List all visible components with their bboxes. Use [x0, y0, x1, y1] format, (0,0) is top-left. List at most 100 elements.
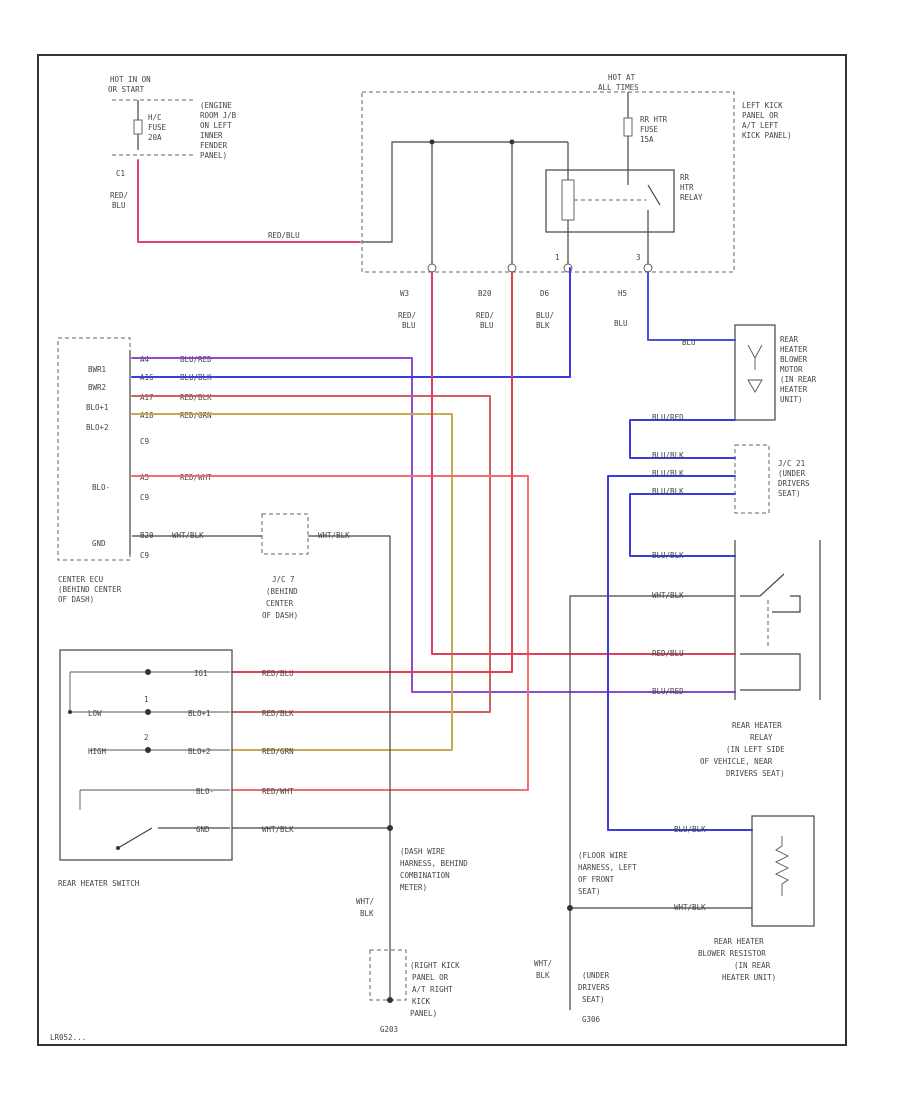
ground-label: DRIVERS: [578, 983, 610, 992]
location-label: FENDER: [200, 141, 228, 150]
dash-splice-label: HARNESS, BEHIND: [400, 859, 468, 868]
ecu-pin: BLO+2: [86, 423, 109, 432]
ground-outline: [369, 949, 407, 1001]
switch-label: REAR HEATER SWITCH: [58, 879, 140, 888]
relay-coil-icon: [561, 179, 575, 221]
wire-label: BLU/RED: [652, 687, 684, 696]
blower-resistor-box: [751, 815, 815, 927]
location-label: PANEL): [200, 151, 227, 160]
blu-blk-wire: [607, 475, 753, 831]
ground-label: PANEL): [410, 1009, 437, 1018]
rear-heater-switch-box: [59, 649, 233, 861]
motor-label: HEATER: [780, 385, 808, 394]
switch-contact: [116, 846, 120, 850]
relay-contact-icon: [740, 573, 801, 613]
jc21-outline: [734, 444, 770, 514]
ground-label: (UNDER: [582, 971, 610, 980]
red-blu-wire: [137, 159, 361, 243]
switch-pin: IG1: [194, 669, 208, 678]
fuse-icon: [623, 117, 633, 137]
wire-label: BLK: [360, 909, 374, 918]
wire-label: RED/BLU: [652, 649, 684, 658]
wire-label: RED/WHT: [180, 473, 212, 482]
resistor-label: (IN REAR: [734, 961, 771, 970]
motor-label: UNIT): [780, 395, 803, 404]
pin-label: H5: [618, 289, 627, 298]
jc21-label: SEAT): [778, 489, 801, 498]
switch-position: 2: [144, 733, 149, 742]
wht-blk-wire: [308, 535, 391, 1000]
ecu-pin: GND: [92, 539, 106, 548]
relay-label: HTR: [680, 183, 694, 192]
ecu-label: (BEHIND CENTER: [58, 585, 122, 594]
hot-label-line-2: OR START: [108, 85, 145, 94]
wire-label: WHT/BLK: [674, 903, 706, 912]
floor-splice-label: (FLOOR WIRE: [578, 851, 628, 860]
ecu-pin-id: A5: [140, 473, 149, 482]
relay-contact-icon: [647, 184, 661, 268]
location-label: (ENGINE: [200, 101, 232, 110]
jc7-label: J/C 7: [272, 575, 295, 584]
wire-label: BLU: [112, 201, 126, 210]
ecu-conn: C9: [140, 437, 149, 446]
resistor-icon: [774, 836, 790, 896]
wire-label: BLU/BLK: [652, 451, 684, 460]
wire-label: BLK: [536, 971, 550, 980]
motor-label: REAR: [780, 335, 799, 344]
relay-coil-icon: [740, 653, 801, 691]
pin-label: 1: [555, 253, 560, 262]
wire-label: WHT/BLK: [262, 825, 294, 834]
wire-label: RED/: [476, 311, 494, 320]
wire-label: BLU/BLK: [652, 487, 684, 496]
wire-label: RED/BLU: [268, 231, 300, 240]
ground-id: G306: [582, 1015, 601, 1024]
motor-label: MOTOR: [780, 365, 803, 374]
blu-wire: [647, 271, 736, 341]
fuse-label: H/C: [148, 113, 162, 122]
jc21-label: DRIVERS: [778, 479, 810, 488]
fuse-label: FUSE: [640, 125, 659, 134]
switch-contact: [145, 747, 151, 753]
ecu-label: CENTER ECU: [58, 575, 103, 584]
wire-label: RED/: [110, 191, 128, 200]
switch-contact: [68, 710, 72, 714]
ground-id: G203: [380, 1025, 398, 1034]
fuse-label: FUSE: [148, 123, 167, 132]
relay-label: RELAY: [680, 193, 703, 202]
wire-label: BLU/RED: [652, 413, 684, 422]
fuse-label: 15A: [640, 135, 654, 144]
pin-label: W3: [400, 289, 409, 298]
switch-speed: LOW: [88, 709, 102, 718]
ecu-pin: BWR2: [88, 383, 106, 392]
wire-label: RED/GRN: [180, 411, 212, 420]
ecu-label: OF DASH): [58, 595, 94, 604]
relay-label: DRIVERS SEAT): [726, 769, 785, 778]
fuse-label: RR HTR: [640, 115, 668, 124]
hot-label-line-2: ALL TIMES: [598, 83, 639, 92]
ecu-pin: BLO+1: [86, 403, 109, 412]
switch-pin: GND: [196, 825, 210, 834]
wire-label: BLU: [614, 319, 628, 328]
jc7-label: OF DASH): [262, 611, 298, 620]
ecu-conn: C9: [140, 493, 149, 502]
wire-label: BLU: [402, 321, 416, 330]
pin-label: D6: [540, 289, 550, 298]
jc21-label: J/C 21: [778, 459, 805, 468]
ecu-pin-id: A18: [140, 411, 154, 420]
dash-splice-label: METER): [400, 883, 427, 892]
ecu-pin: BLO-: [92, 483, 110, 492]
internal-bus: [362, 141, 513, 268]
ecu-pin-id: A4: [140, 355, 150, 364]
connector-pin: [643, 263, 653, 273]
resistor-label: HEATER UNIT): [722, 973, 776, 982]
relay-box: [545, 169, 675, 233]
wire-label: RED/WHT: [262, 787, 294, 796]
jc7-label: (BEHIND: [266, 587, 298, 596]
motor-label: BLOWER: [780, 355, 808, 364]
dash-splice-label: COMBINATION: [400, 871, 450, 880]
wire-label: BLU/RED: [180, 355, 212, 364]
red-blu-wire: [231, 271, 513, 673]
switch-speed: HIGH: [88, 747, 107, 756]
wire-label: RED/BLU: [262, 669, 294, 678]
